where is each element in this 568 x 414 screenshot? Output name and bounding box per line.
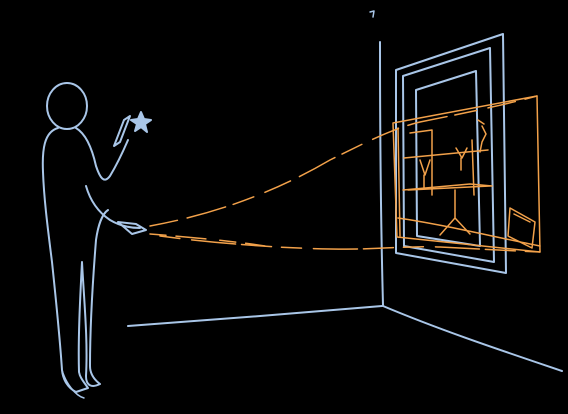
person-phone	[113, 115, 131, 147]
scene-shelf-top	[409, 129, 433, 196]
floor-left-line	[127, 305, 383, 327]
beam-lower-line	[159, 235, 541, 253]
scene-shelf-middle	[403, 149, 489, 159]
scene-wall-line	[402, 183, 493, 191]
scene-side-post	[397, 127, 475, 237]
scene-lamp-left	[419, 159, 431, 189]
room-walls	[127, 10, 563, 372]
beam-upper-line	[149, 95, 538, 227]
person-back-arm	[85, 185, 141, 229]
person-hand	[117, 221, 147, 235]
scene-vase	[455, 147, 468, 171]
projection-beam	[149, 95, 541, 253]
projected-scene	[392, 95, 541, 253]
scene-box-right	[507, 207, 536, 249]
scene-table	[407, 185, 491, 236]
projection-rectangle	[392, 95, 541, 253]
person-figure	[41, 82, 147, 399]
person-leg-split	[61, 369, 85, 399]
scene-plant	[477, 119, 487, 153]
inner-frame	[415, 70, 481, 247]
wall-corner-line	[379, 41, 384, 306]
person-head	[46, 82, 88, 130]
floor-right-line	[382, 305, 563, 372]
sparkle-icon	[130, 111, 152, 133]
ceiling-tick	[369, 10, 375, 18]
person-body-outline	[41, 127, 129, 393]
beam-middle-line	[149, 233, 266, 247]
